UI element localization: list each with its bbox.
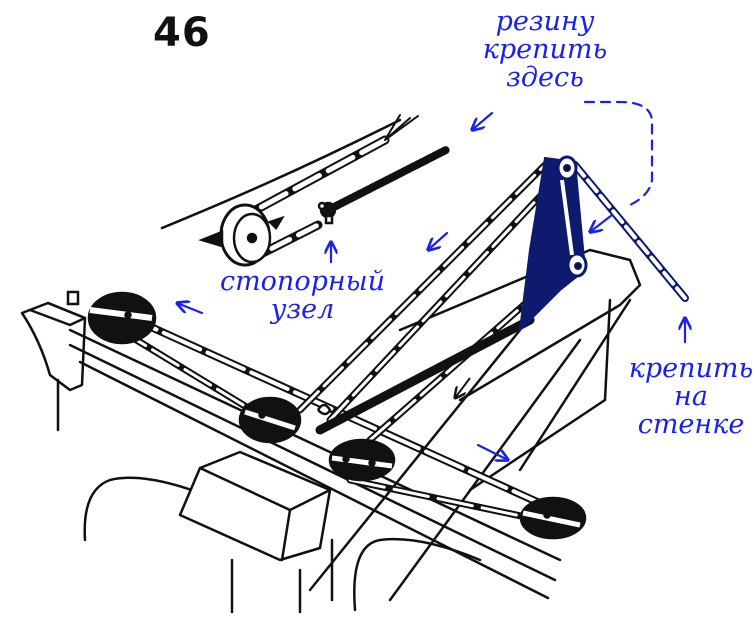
arrow-down-left-icon <box>472 111 494 130</box>
figure-number: 46 <box>153 10 211 56</box>
arrow-down-right-icon <box>476 443 508 460</box>
arrow-down-left-icon <box>428 231 449 250</box>
annotation-arrows <box>177 100 685 460</box>
label-line: стопорный <box>219 266 386 297</box>
pulleys <box>66 290 587 540</box>
label-line: крепить <box>482 34 608 65</box>
arrow-down-left-icon <box>455 377 471 398</box>
label-stop-knot: стопорный узел <box>210 268 395 324</box>
label-line: стенке <box>637 409 745 440</box>
wall-bracket <box>518 155 588 333</box>
pulley-center <box>328 438 396 482</box>
label-line: узел <box>270 294 335 325</box>
rowing-frame <box>20 248 642 614</box>
inset-stop-knot-detail <box>160 114 450 267</box>
arrow-down-left-icon <box>590 213 614 232</box>
label-line: крепить <box>628 353 754 384</box>
pulley-center-left <box>238 396 302 444</box>
label-line: здесь <box>506 62 584 93</box>
label-line: на <box>674 381 708 412</box>
label-line: резину <box>495 6 595 37</box>
arrow-up-left-icon <box>177 303 204 315</box>
pulley-right <box>519 496 587 540</box>
cord-system <box>116 161 689 524</box>
label-attach-to-wall: крепить на стенке <box>628 355 754 439</box>
pulley-left <box>66 290 157 345</box>
label-attach-rubber-here: резину крепить здесь <box>470 8 620 92</box>
